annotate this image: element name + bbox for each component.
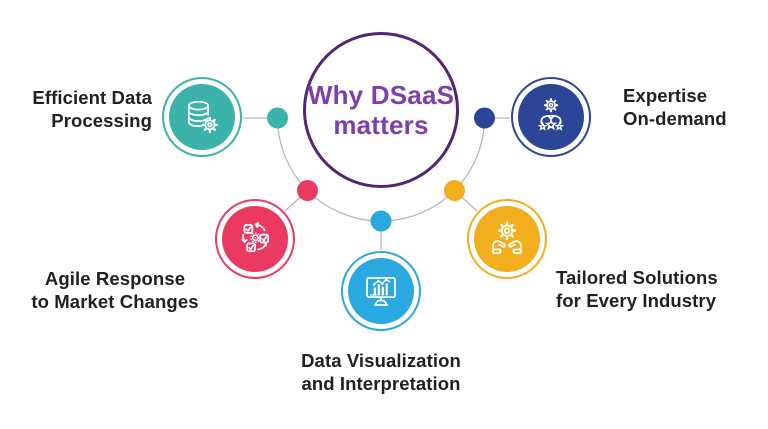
label-efficient-data-processing: Efficient Data Processing — [6, 86, 152, 132]
node-expertise-on-demand — [518, 84, 584, 150]
label-line: and Interpretation — [301, 373, 461, 394]
title-line-3: matters — [333, 110, 429, 140]
center-circle: Why DSaaS matters — [303, 32, 459, 188]
label-line: Efficient Data — [32, 87, 152, 108]
expert-person-stars-icon — [538, 98, 564, 130]
connector-dot-cyan — [370, 210, 392, 232]
node-efficient-data-processing — [169, 84, 235, 150]
label-line: for Every Industry — [556, 290, 717, 311]
label-agile-response: Agile Response to Market Changes — [10, 267, 220, 313]
node-tailored-solutions — [474, 206, 540, 272]
label-line: Agile Response — [44, 268, 186, 289]
agile-cycle-checkboxes-icon — [241, 222, 269, 253]
label-line: On-demand — [623, 108, 727, 129]
connector-dot-blue — [474, 107, 495, 129]
connector-dot-teal — [267, 107, 288, 129]
node-agile-response — [222, 206, 288, 272]
label-data-visualization: Data Visualization and Interpretation — [271, 349, 491, 395]
monitor-analytics-icon — [366, 277, 396, 306]
label-line: Tailored Solutions — [556, 267, 718, 288]
label-line: to Market Changes — [31, 291, 199, 312]
hands-gear-icon — [492, 221, 522, 254]
node-data-visualization — [348, 258, 414, 324]
connector-dot-yellow — [444, 180, 465, 201]
infographic-title: Why DSaaS matters — [306, 80, 456, 140]
connector-dot-pink — [297, 180, 318, 201]
label-line: Expertise — [623, 85, 708, 106]
title-line-2: DSaaS — [370, 80, 455, 110]
label-line: Processing — [51, 110, 152, 131]
database-gear-icon — [188, 100, 219, 134]
title-line-1: Why — [307, 80, 364, 110]
label-line: Data Visualization — [301, 350, 461, 371]
label-tailored-solutions: Tailored Solutions for Every Industry — [556, 266, 746, 312]
label-expertise-on-demand: Expertise On-demand — [623, 84, 768, 130]
